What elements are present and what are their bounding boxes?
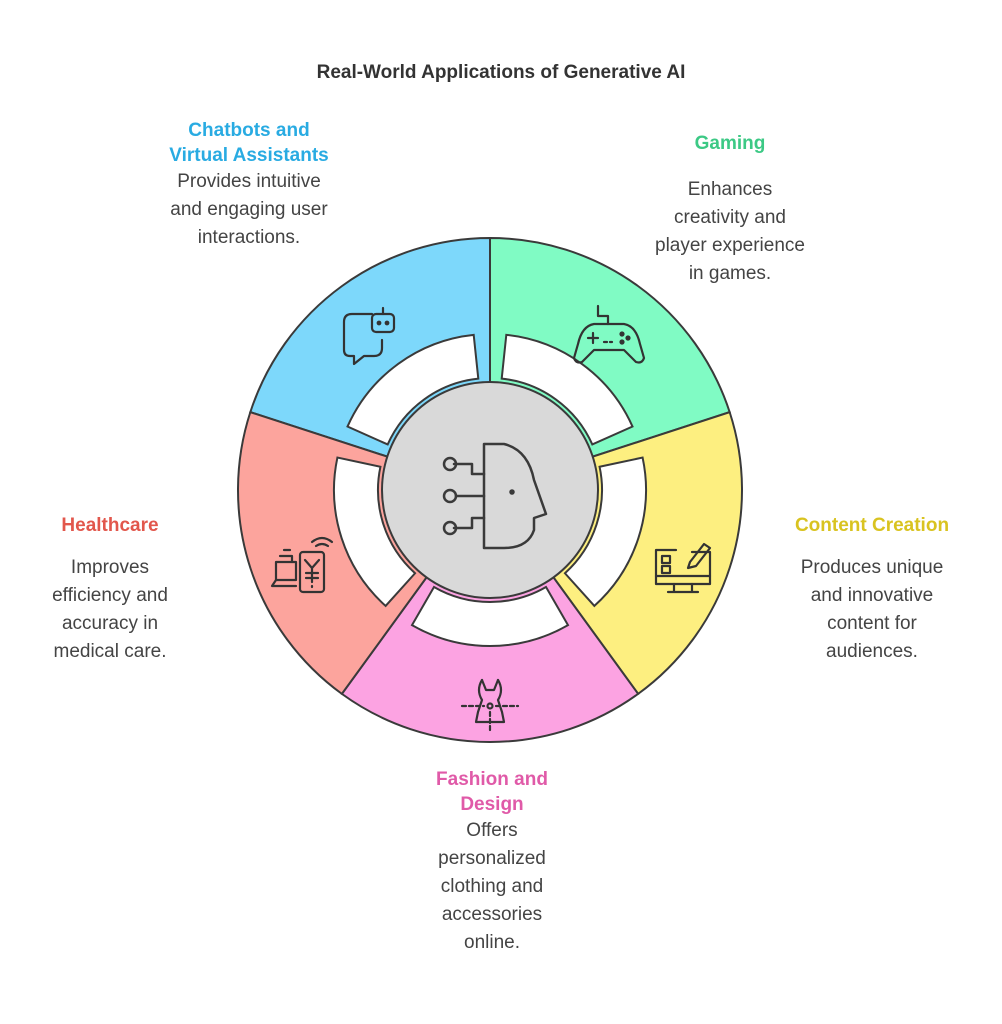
diagram-title: Real-World Applications of Generative AI bbox=[316, 62, 686, 83]
label-healthcare-title: Healthcare bbox=[61, 515, 159, 536]
label-fashion-title: Fashion and Design bbox=[436, 769, 548, 815]
gap-gaming bbox=[500, 333, 634, 446]
label-chatbots-title: Chatbots and Virtual Assistants bbox=[169, 120, 329, 166]
label-content-creation: Content Creation Produces unique and inn… bbox=[772, 513, 972, 666]
gap-fashion bbox=[410, 585, 570, 647]
dress-icon bbox=[460, 678, 520, 732]
label-content-description: Produces unique and innovative content f… bbox=[800, 557, 944, 662]
monitor-edit-icon bbox=[654, 542, 712, 594]
gap-chatbots bbox=[346, 333, 480, 446]
chatbot-icon bbox=[342, 306, 396, 366]
label-fashion: Fashion and Design Offers personalized c… bbox=[387, 767, 597, 957]
label-gaming-description: Enhances creativity and player experienc… bbox=[655, 179, 805, 284]
label-gaming: Gaming Enhances creativity and player ex… bbox=[620, 131, 840, 288]
ring-gaps bbox=[333, 333, 647, 647]
label-fashion-description: Offers personalized clothing and accesso… bbox=[438, 820, 546, 953]
label-healthcare-description: Improves efficiency and accuracy in medi… bbox=[52, 557, 168, 662]
label-healthcare: Healthcare Improves efficiency and accur… bbox=[20, 513, 200, 666]
gamepad-icon bbox=[572, 304, 646, 364]
label-chatbots-description: Provides intuitive and engaging user int… bbox=[170, 171, 328, 248]
label-gaming-title: Gaming bbox=[694, 133, 766, 154]
gap-content bbox=[563, 456, 647, 608]
ai-head-icon bbox=[442, 442, 548, 550]
gap-healthcare bbox=[333, 456, 417, 608]
mobile-payment-icon bbox=[270, 536, 334, 594]
center-hub bbox=[381, 381, 599, 599]
label-content-title: Content Creation bbox=[794, 515, 950, 536]
label-chatbots: Chatbots and Virtual Assistants Provides… bbox=[134, 118, 364, 252]
